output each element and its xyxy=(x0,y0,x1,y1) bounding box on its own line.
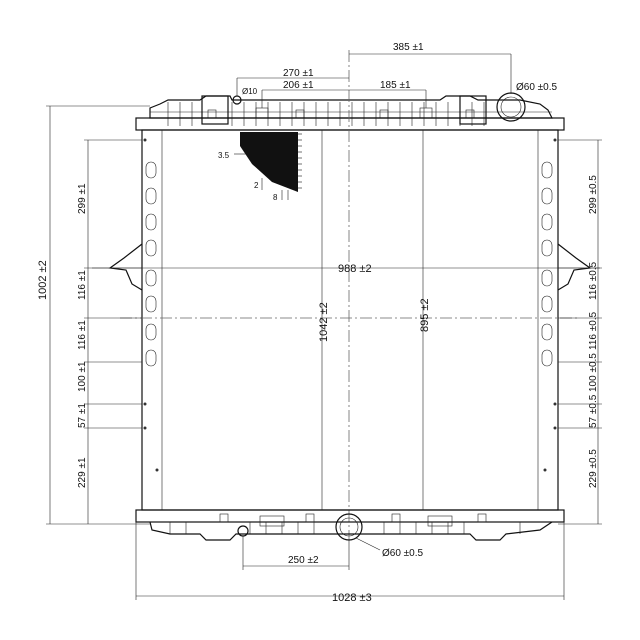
dimension-labels: 385 ±1 270 ±1 206 ±1 185 ±1 Ø10 Ø60 ±0.5… xyxy=(37,42,599,604)
bottom-tank xyxy=(135,509,565,541)
right-side-slots xyxy=(541,161,553,367)
dim-right-116b: 116 ±0.5 xyxy=(588,311,599,350)
fin-dim-8: 8 xyxy=(273,193,278,202)
dim-1028: 1028 ±3 xyxy=(332,592,372,604)
radiator-core: 3.5 2 8 xyxy=(108,50,592,540)
left-mount-bracket xyxy=(108,243,143,291)
dim-dia-10: Ø10 xyxy=(242,87,258,96)
dim-385: 385 ±1 xyxy=(393,42,424,53)
dim-left-299: 299 ±1 xyxy=(77,183,88,214)
dim-250: 250 ±2 xyxy=(288,555,319,566)
dim-right-100: 100 ±0.5 xyxy=(588,353,599,392)
dim-988: 988 ±2 xyxy=(338,263,372,275)
dim-right-229: 229 ±0.5 xyxy=(588,449,599,488)
dim-dia-60-top: Ø60 ±0.5 xyxy=(516,82,558,93)
dim-206: 206 ±1 xyxy=(283,80,314,91)
dim-right-57: 57 ±0.5 xyxy=(588,394,599,428)
left-side-slots xyxy=(145,161,157,367)
dim-895: 895 ±2 xyxy=(419,298,431,332)
dim-right-116a: 116 ±0.5 xyxy=(588,261,599,300)
top-tank xyxy=(135,92,565,131)
dim-left-57: 57 ±1 xyxy=(77,403,88,428)
dimension-lines xyxy=(46,53,602,600)
dim-left-100: 100 ±1 xyxy=(77,361,88,392)
dim-185: 185 ±1 xyxy=(380,80,411,91)
fin-dim-3-5: 3.5 xyxy=(218,151,230,160)
dim-270: 270 ±1 xyxy=(283,68,314,79)
fin-detail: 3.5 2 8 xyxy=(218,132,302,202)
dim-right-299: 299 ±0.5 xyxy=(588,175,599,214)
top-bracket-left xyxy=(201,95,229,125)
dim-left-116a: 116 ±1 xyxy=(77,270,88,300)
dim-left-116b: 116 ±1 xyxy=(77,320,88,350)
fin-dim-2: 2 xyxy=(254,181,259,190)
right-mount-bracket xyxy=(557,243,592,291)
dim-1002: 1002 ±2 xyxy=(37,260,49,300)
dim-left-229: 229 ±1 xyxy=(77,457,88,488)
dim-1042: 1042 ±2 xyxy=(318,302,330,342)
dim-dia-60-bottom: Ø60 ±0.5 xyxy=(382,548,424,559)
top-bracket-right xyxy=(459,95,487,125)
